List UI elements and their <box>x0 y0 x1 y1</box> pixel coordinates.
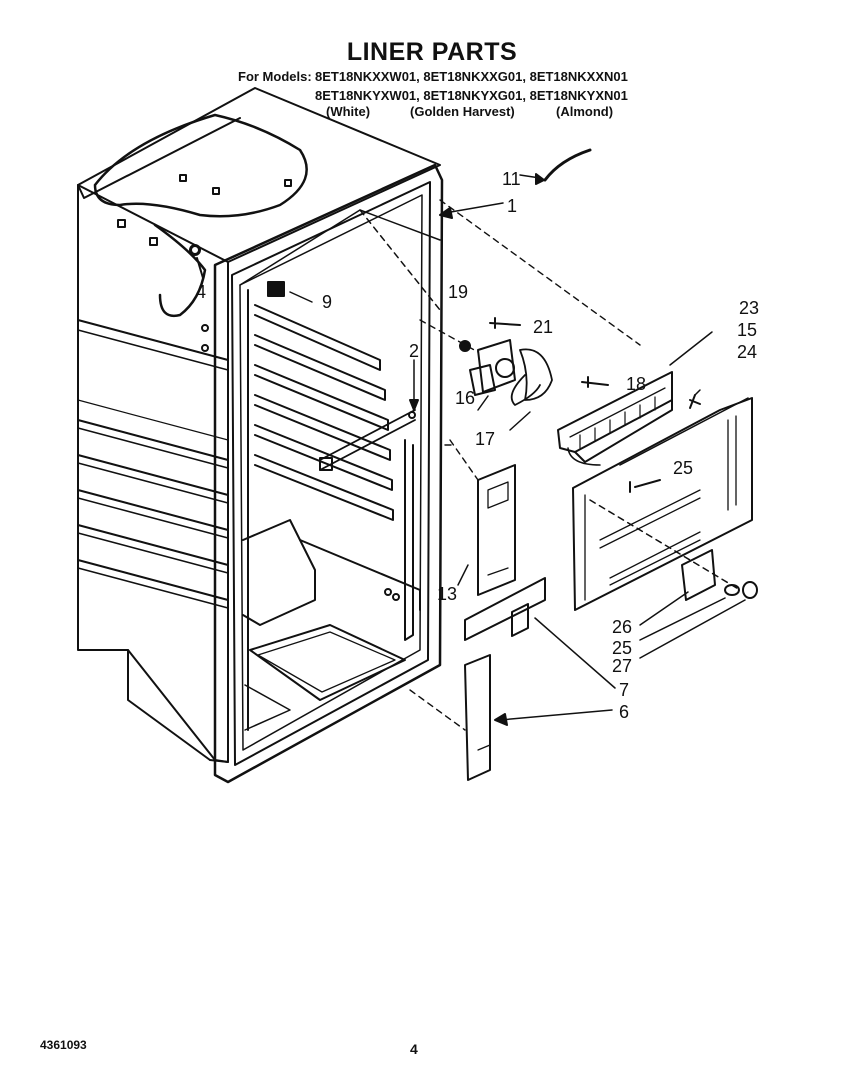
rear-panel-24 <box>572 389 753 611</box>
leader-1 <box>439 202 504 219</box>
callout-25-lower: 25 <box>612 638 632 658</box>
bracket-26 <box>589 499 758 659</box>
part-9-clip <box>267 281 313 303</box>
baffle-13 <box>457 464 516 596</box>
callout-25-upper: 25 <box>673 458 693 478</box>
callout-17: 17 <box>475 429 495 449</box>
evaporator-cover-23 <box>557 331 713 466</box>
callout-19: 19 <box>448 282 468 302</box>
callout-1: 1 <box>507 196 517 216</box>
callout-23: 23 <box>739 298 759 318</box>
part-4-screw <box>190 245 204 279</box>
callout-26: 26 <box>612 617 632 637</box>
callout-13: 13 <box>437 584 457 604</box>
variant-almond: (Almond) <box>556 104 614 119</box>
liner-frame <box>213 163 444 784</box>
callout-16: 16 <box>455 388 475 408</box>
callout-labels: 1 2 4 6 7 9 11 13 15 16 17 18 19 21 23 2… <box>196 169 759 722</box>
callout-4: 4 <box>196 282 206 302</box>
document-number: 4361093 <box>40 1038 87 1052</box>
callout-7: 7 <box>619 680 629 700</box>
callout-6: 6 <box>619 702 629 722</box>
callout-2: 2 <box>409 341 419 361</box>
part-11-harness <box>519 148 592 185</box>
shroud-7 <box>464 577 616 689</box>
page-title: LINER PARTS <box>346 38 518 66</box>
cabinet-shell <box>77 87 441 763</box>
callout-21: 21 <box>533 317 553 337</box>
duct-6 <box>464 654 613 781</box>
callout-18: 18 <box>626 374 646 394</box>
callout-15: 15 <box>737 320 757 340</box>
models-row-1: 8ET18NKXXW01, 8ET18NKXXG01, 8ET18NKXXN01 <box>315 69 628 84</box>
leader-2 <box>409 359 419 411</box>
models-prefix: For Models: <box>238 69 312 84</box>
callout-9: 9 <box>322 292 332 312</box>
models-row-2: 8ET18NKYXW01, 8ET18NKYXG01, 8ET18NKYXN01 <box>315 88 628 103</box>
callout-24: 24 <box>737 342 757 362</box>
variant-golden-harvest: (Golden Harvest) <box>410 104 515 119</box>
fan-motor-assembly <box>459 317 609 431</box>
page-number: 4 <box>410 1041 418 1057</box>
variant-white: (White) <box>326 104 371 119</box>
callout-27: 27 <box>612 656 632 676</box>
dashed-guides <box>409 199 641 731</box>
callout-11: 11 <box>502 169 521 189</box>
